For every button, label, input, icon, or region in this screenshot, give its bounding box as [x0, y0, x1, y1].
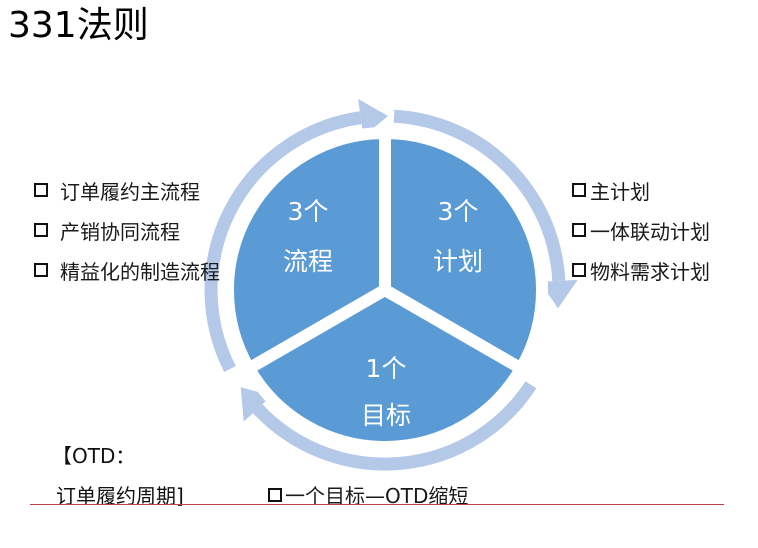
cycle-segments [221, 126, 549, 454]
list-item: 产销协同流程 [34, 210, 220, 250]
goal-count-label: 1个 [366, 354, 407, 383]
list-item: 精益化的制造流程 [34, 250, 220, 290]
list-item: 主计划 [572, 170, 710, 210]
plan-name-label: 计划 [433, 247, 483, 276]
process-count-label: 3个 [288, 197, 329, 226]
list-item-label: 一体联动计划 [590, 219, 710, 244]
list-item: 一体联动计划 [572, 210, 710, 250]
bottom-divider [30, 504, 724, 505]
list-item: 物料需求计划 [572, 250, 710, 290]
page-title: 331法则 [8, 5, 149, 46]
checkbox-bullet-icon [268, 487, 282, 502]
plan-list: 主计划 一体联动计划 物料需求计划 [572, 170, 710, 290]
otd-footnote-line1: 【OTD： [52, 444, 136, 468]
plan-arrow-arc [393, 109, 566, 282]
list-item-label: 主计划 [590, 179, 650, 204]
process-arrow-arc [204, 111, 362, 372]
checkbox-bullet-icon [572, 263, 586, 277]
list-item-label: 物料需求计划 [590, 259, 710, 284]
process-name-label: 流程 [283, 247, 333, 276]
list-item-label: 产销协同流程 [60, 219, 180, 244]
checkbox-bullet-icon [34, 263, 48, 277]
arrowhead-icon [358, 98, 388, 137]
goal-name-label: 目标 [361, 401, 411, 430]
checkbox-bullet-icon [572, 183, 586, 197]
cycle-arrow-ring [204, 98, 578, 471]
plan-count-label: 3个 [438, 197, 479, 226]
goal-segment [240, 283, 530, 454]
checkbox-bullet-icon [572, 223, 586, 237]
list-item-label: 订单履约主流程 [60, 179, 200, 204]
list-item-label: 精益化的制造流程 [60, 259, 220, 284]
goal-arrow-arc [252, 381, 537, 471]
list-item: 订单履约主流程 [34, 170, 220, 210]
arrowhead-icon [539, 279, 578, 309]
process-list: 订单履约主流程 产销协同流程 精益化的制造流程 [34, 170, 220, 290]
checkbox-bullet-icon [34, 223, 48, 237]
checkbox-bullet-icon [34, 183, 48, 197]
